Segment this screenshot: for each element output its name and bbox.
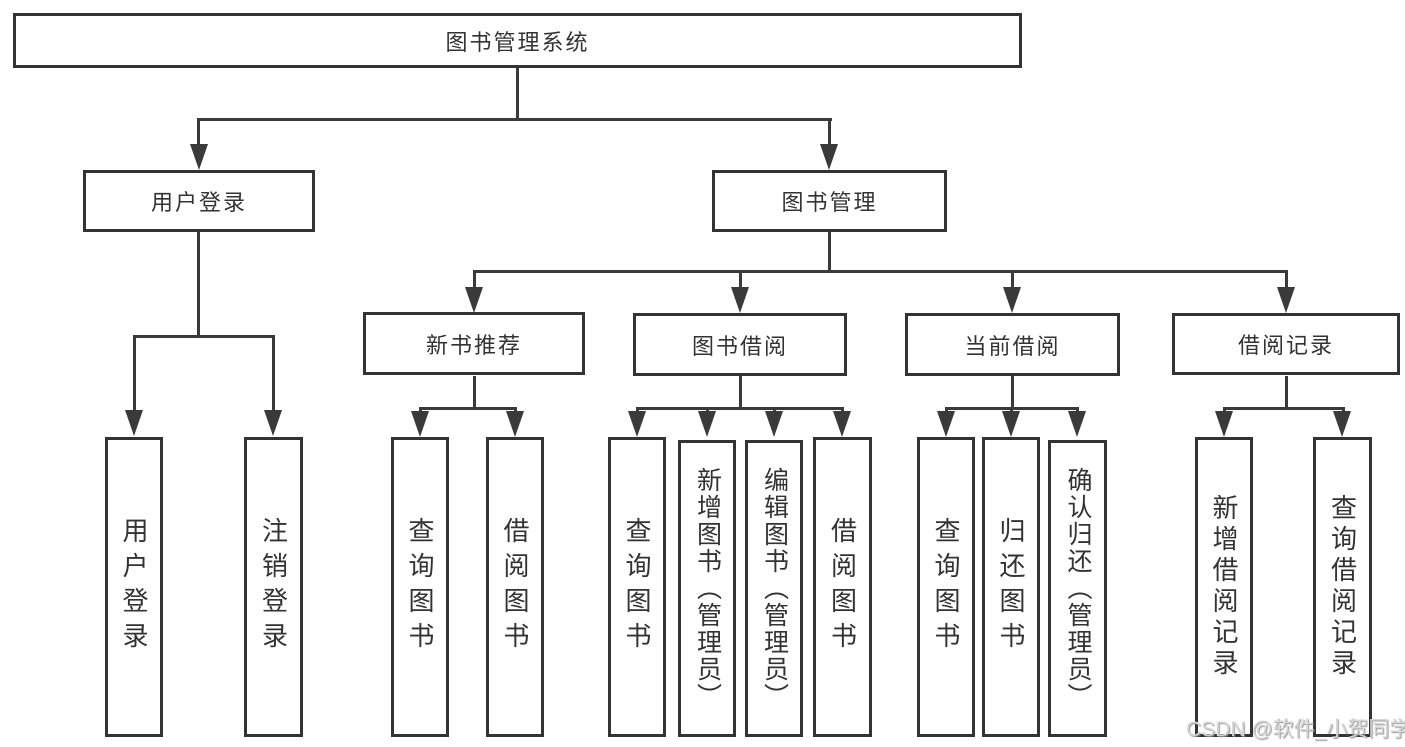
node-book-mgmt-label: 图书管理: [781, 190, 878, 215]
node-leaf-logout: 注销登录: [244, 437, 303, 737]
node-leaf-newbooks-query: 查询图书: [391, 437, 449, 737]
edge-line: [473, 270, 1288, 273]
edge-line: [419, 407, 517, 410]
edge-line: [1223, 407, 1344, 410]
node-leaf-bookborrow-query: 查询图书: [608, 437, 666, 737]
arrowhead-icon: [765, 411, 783, 437]
node-leaf-current-return: 归还图书: [982, 437, 1040, 737]
arrowhead-icon: [628, 411, 646, 437]
edge-line: [197, 118, 200, 146]
node-current-borrow: 当前借阅: [905, 313, 1120, 376]
node-current-borrow-label: 当前借阅: [964, 333, 1061, 359]
watermark: CSDN @软件_小贺同学: [1186, 718, 1405, 741]
arrowhead-icon: [1002, 411, 1020, 437]
edge-line: [197, 232, 200, 337]
node-root: 图书管理系统: [13, 13, 1022, 68]
arrowhead-icon: [1277, 287, 1295, 313]
arrowhead-icon: [264, 410, 282, 436]
node-new-books: 新书推荐: [363, 312, 585, 375]
node-root-label: 图书管理系统: [445, 29, 590, 55]
edge-line: [828, 232, 831, 272]
edge-line: [828, 118, 831, 146]
node-leaf-newbooks-borrow: 借阅图书: [486, 437, 544, 737]
arrowhead-icon: [833, 411, 851, 437]
node-book-borrow-label: 图书借阅: [691, 333, 788, 359]
node-user-login: 用户登录: [83, 170, 315, 232]
arrowhead-icon: [1003, 287, 1021, 313]
node-leaf-current-confirm: 确认归还（管理员）: [1048, 440, 1107, 737]
arrowhead-icon: [820, 144, 838, 170]
arrowhead-icon: [1068, 411, 1086, 437]
arrowhead-icon: [937, 411, 955, 437]
edge-line: [516, 68, 519, 118]
edge-line: [133, 335, 136, 413]
node-leaf-current-query: 查询图书: [917, 437, 975, 737]
edge-line: [1285, 376, 1288, 409]
node-borrow-records: 借阅记录: [1172, 313, 1400, 375]
node-user-login-label: 用户登录: [150, 190, 247, 215]
edge-line: [473, 270, 476, 289]
edge-line: [739, 270, 742, 289]
node-leaf-bookborrow-borrow: 借阅图书: [813, 437, 872, 737]
edge-line: [636, 407, 844, 410]
edge-line: [1011, 270, 1014, 289]
node-leaf-user-login: 用户登录: [105, 437, 163, 737]
node-leaf-records-add: 新增借阅记录: [1195, 437, 1253, 737]
arrowhead-icon: [731, 287, 749, 313]
node-borrow-records-label: 借阅记录: [1237, 333, 1334, 358]
node-leaf-bookborrow-edit: 编辑图书（管理员）: [745, 440, 803, 737]
node-leaf-records-query: 查询借阅记录: [1313, 437, 1372, 737]
edge-line: [1285, 270, 1288, 289]
node-book-borrow: 图书借阅: [633, 313, 847, 376]
edge-line: [198, 118, 832, 121]
arrowhead-icon: [411, 411, 429, 437]
edge-line: [473, 376, 476, 409]
edge-line: [739, 376, 742, 409]
node-leaf-bookborrow-add: 新增图书（管理员）: [678, 440, 736, 737]
arrowhead-icon: [465, 287, 483, 313]
arrowhead-icon: [190, 144, 208, 170]
node-book-mgmt: 图书管理: [712, 170, 947, 232]
arrowhead-icon: [125, 410, 143, 436]
arrowhead-icon: [506, 411, 524, 437]
edge-line: [272, 335, 275, 413]
arrowhead-icon: [698, 411, 716, 437]
arrowhead-icon: [1333, 411, 1351, 437]
edge-line: [133, 335, 275, 338]
edge-line: [1011, 376, 1014, 409]
arrowhead-icon: [1215, 411, 1233, 437]
node-new-books-label: 新书推荐: [425, 332, 522, 358]
